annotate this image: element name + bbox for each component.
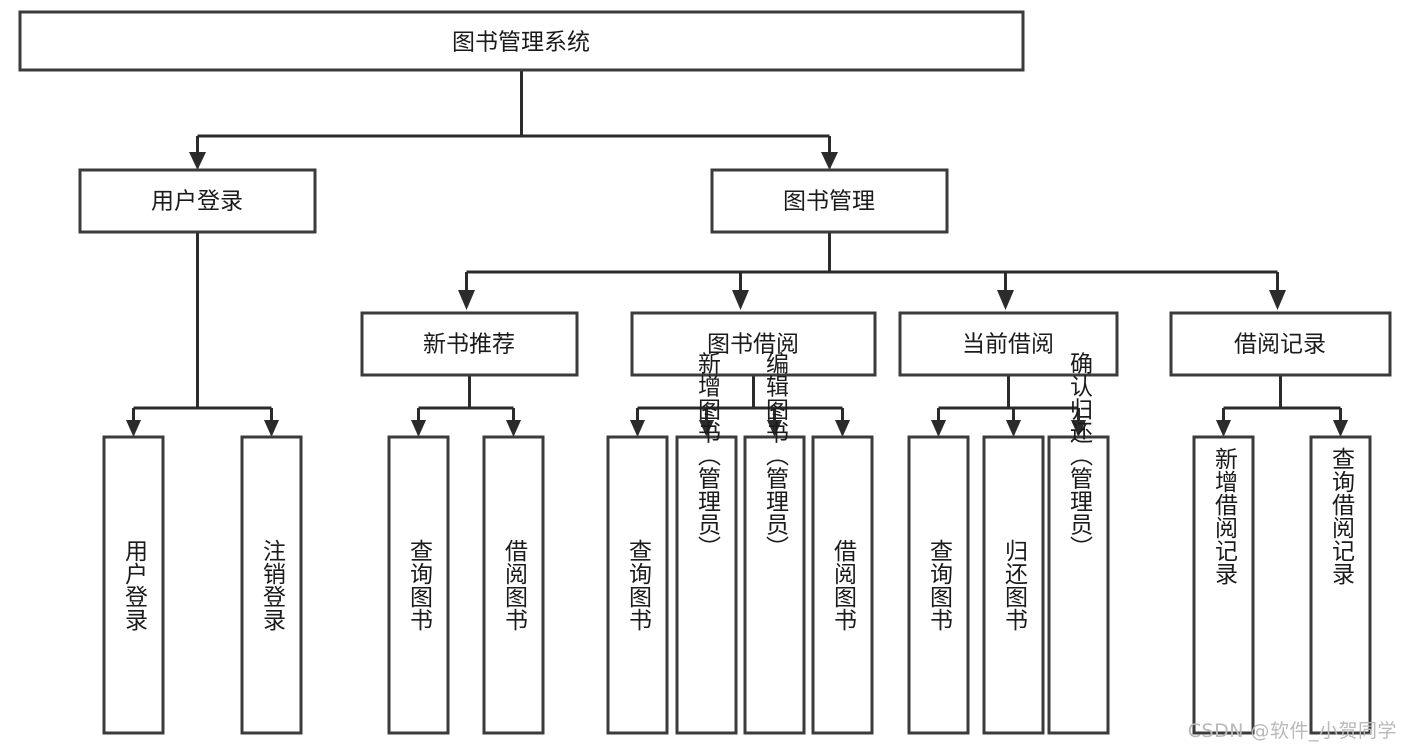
- arrow-book-borrow-to-leaf-3: [767, 420, 782, 437]
- node-book-borrow[interactable]: 图书借阅: [630, 311, 877, 377]
- arrow-user-login-to-leaf-2: [264, 420, 279, 437]
- node-leaf-borrow-book-2-label: 借阅图书: [830, 539, 858, 631]
- node-leaf-borrow-book-1[interactable]: 借阅图书: [482, 435, 545, 735]
- node-leaf-edit-book-admin-label: 编辑图书（管理员）: [762, 352, 790, 559]
- node-leaf-query-borrow-record-box[interactable]: [1309, 435, 1372, 735]
- node-borrow-record[interactable]: 借阅记录: [1169, 311, 1392, 377]
- node-leaf-user-login[interactable]: 用户登录: [102, 435, 165, 735]
- node-borrow-record-label: 借阅记录: [1234, 332, 1326, 358]
- node-leaf-confirm-return-admin[interactable]: 确认归还（管理员）: [1047, 352, 1110, 735]
- node-leaf-add-book-admin[interactable]: 新增图书（管理员）: [675, 352, 738, 735]
- node-book-manage-label: 图书管理: [783, 189, 875, 215]
- node-leaf-add-book-admin-label: 新增图书（管理员）: [694, 352, 722, 559]
- node-book-borrow-box[interactable]: [630, 311, 877, 377]
- node-root-box[interactable]: [18, 10, 1025, 72]
- arrow-user-login-to-leaf-1: [126, 420, 141, 437]
- node-book-manage[interactable]: 图书管理: [710, 168, 949, 234]
- node-new-book-recommend[interactable]: 新书推荐: [360, 311, 579, 377]
- node-leaf-edit-book-admin[interactable]: 编辑图书（管理员）: [743, 352, 806, 735]
- node-leaf-query-borrow-record-label: 查询借阅记录: [1328, 447, 1356, 585]
- node-leaf-query-book-1[interactable]: 查询图书: [387, 435, 450, 735]
- arrow-root-to-user-login: [189, 152, 206, 170]
- node-leaf-borrow-book-1-label: 借阅图书: [501, 539, 529, 631]
- node-leaf-query-book-1-box[interactable]: [387, 435, 450, 735]
- node-borrow-record-box[interactable]: [1169, 311, 1392, 377]
- node-leaf-return-book-label: 归还图书: [1001, 539, 1029, 631]
- arrow-book-borrow-to-leaf-1: [630, 420, 645, 437]
- node-leaf-query-book-2[interactable]: 查询图书: [606, 435, 669, 735]
- node-current-borrow[interactable]: 当前借阅: [898, 311, 1119, 377]
- node-leaf-user-login-box[interactable]: [102, 435, 165, 735]
- node-book-manage-box[interactable]: [710, 168, 949, 234]
- node-leaf-borrow-book-2-box[interactable]: [811, 435, 874, 735]
- node-leaf-confirm-return-admin-box[interactable]: [1047, 435, 1110, 735]
- node-root[interactable]: 图书管理系统: [18, 10, 1025, 72]
- node-leaf-query-book-2-label: 查询图书: [625, 539, 653, 631]
- arrow-borrow-record-to-leaf-1: [1216, 420, 1231, 437]
- node-new-book-recommend-label: 新书推荐: [423, 332, 515, 358]
- node-leaf-query-book-3-label: 查询图书: [926, 539, 954, 631]
- node-leaf-query-book-1-label: 查询图书: [406, 539, 434, 631]
- arrow-book-manage-to-current-borrow: [997, 290, 1014, 310]
- edge-layer: [126, 70, 1348, 437]
- node-root-label: 图书管理系统: [452, 30, 590, 56]
- node-leaf-edit-book-admin-box[interactable]: [743, 435, 806, 735]
- node-current-borrow-label: 当前借阅: [962, 332, 1054, 358]
- arrow-book-manage-to-book-borrow: [732, 290, 749, 310]
- arrow-current-borrow-to-leaf-1: [931, 420, 946, 437]
- node-leaf-logout-login-box[interactable]: [240, 435, 303, 735]
- node-leaf-borrow-book-2[interactable]: 借阅图书: [811, 435, 874, 735]
- node-leaf-return-book[interactable]: 归还图书: [982, 435, 1045, 735]
- node-leaf-add-borrow-record[interactable]: 新增借阅记录: [1192, 435, 1255, 735]
- arrow-current-borrow-to-leaf-2: [1006, 420, 1021, 437]
- arrow-root-to-book-manage: [821, 152, 838, 170]
- node-leaf-confirm-return-admin-label: 确认归还（管理员）: [1066, 352, 1094, 559]
- node-leaf-query-book-3-box[interactable]: [907, 435, 970, 735]
- node-user-login-label: 用户登录: [151, 189, 243, 215]
- node-leaf-logout-login[interactable]: 注销登录: [240, 435, 303, 735]
- node-leaf-query-borrow-record[interactable]: 查询借阅记录: [1309, 435, 1372, 735]
- arrow-current-borrow-to-leaf-3: [1071, 420, 1086, 437]
- arrow-book-manage-to-borrow-record: [1269, 290, 1286, 310]
- arrow-book-borrow-to-leaf-4: [835, 420, 850, 437]
- arrow-new-book-to-leaf-2: [506, 420, 521, 437]
- node-leaf-query-book-3[interactable]: 查询图书: [907, 435, 970, 735]
- arrow-new-book-to-leaf-1: [411, 420, 426, 437]
- arrow-book-manage-to-new-book: [458, 290, 475, 310]
- node-user-login-box[interactable]: [78, 168, 317, 234]
- node-leaf-query-book-2-box[interactable]: [606, 435, 669, 735]
- node-leaf-add-book-admin-box[interactable]: [675, 435, 738, 735]
- node-leaf-add-borrow-record-label: 新增借阅记录: [1211, 447, 1239, 585]
- arrow-book-borrow-to-leaf-2: [699, 420, 714, 437]
- node-leaf-logout-login-label: 注销登录: [259, 539, 287, 631]
- node-leaf-borrow-book-1-box[interactable]: [482, 435, 545, 735]
- node-book-borrow-label: 图书借阅: [707, 332, 799, 358]
- node-leaf-add-borrow-record-box[interactable]: [1192, 435, 1255, 735]
- node-leaf-user-login-label: 用户登录: [121, 539, 149, 631]
- csdn-watermark: CSDN @软件_小贺同学: [1187, 720, 1397, 742]
- node-user-login[interactable]: 用户登录: [78, 168, 317, 234]
- arrow-borrow-record-to-leaf-2: [1333, 420, 1348, 437]
- node-leaf-return-book-box[interactable]: [982, 435, 1045, 735]
- node-current-borrow-box[interactable]: [898, 311, 1119, 377]
- node-new-book-recommend-box[interactable]: [360, 311, 579, 377]
